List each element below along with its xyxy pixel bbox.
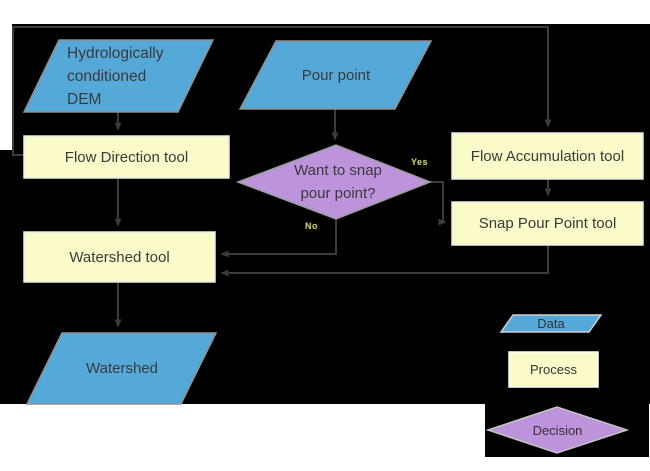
pour-point-parallelogram [238, 40, 433, 110]
flow-accumulation-rect [451, 132, 644, 180]
legend-data-parallelogram [499, 314, 603, 333]
legend-decision-diamond [485, 406, 630, 454]
legend-process-rect [508, 351, 599, 388]
connector-snappourpoint-to-watershedtool [220, 245, 549, 277]
decision-diamond [235, 144, 433, 220]
connector-decision-no-to-watershedtool [220, 219, 337, 258]
dem-parallelogram [22, 39, 215, 113]
connector-flowdirection-to-flowaccumulation [12, 26, 552, 156]
snap-pour-point-rect [451, 201, 644, 246]
watershed-tool-rect [23, 231, 216, 283]
canvas-background-left-extension [0, 150, 12, 404]
flow-direction-rect [23, 135, 230, 179]
yes-edge-label: Yes [411, 157, 429, 167]
watershed-parallelogram [25, 332, 218, 405]
no-edge-label: No [305, 221, 318, 231]
connector-decision-yes-to-snappourpoint [430, 181, 447, 226]
